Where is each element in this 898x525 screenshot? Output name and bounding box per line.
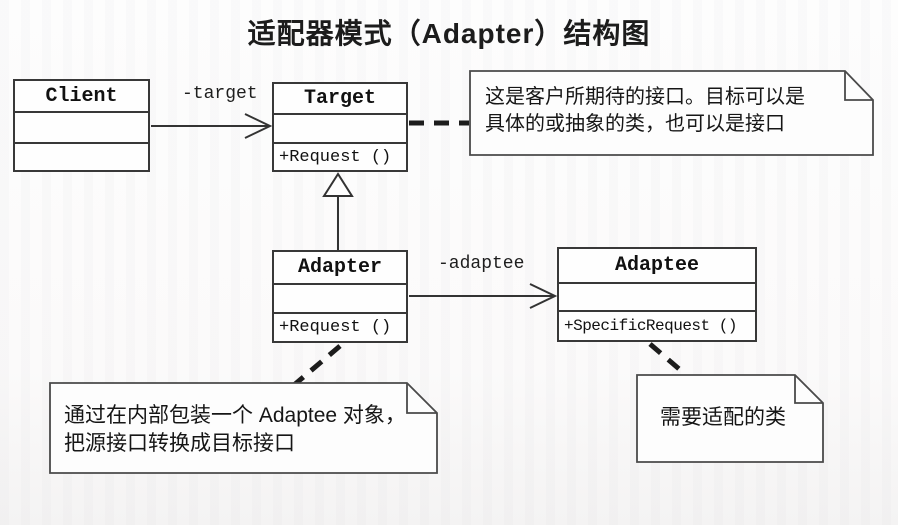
- note-shape-adapter: [49, 382, 438, 474]
- class-attrs-adaptee: [559, 284, 755, 312]
- note-text-line: 具体的或抽象的类，也可以是接口: [485, 113, 785, 135]
- class-name-adapter: Adapter: [274, 252, 406, 285]
- class-name-target: Target: [274, 84, 406, 115]
- note-anchor-adaptee: [648, 342, 687, 376]
- open-arrowhead-icon: [244, 113, 273, 139]
- note-shape-adaptee: [636, 374, 824, 463]
- note-anchor-adapter: [292, 344, 342, 387]
- note-text-line: 把源接口转换成目标接口: [64, 432, 295, 456]
- class-name-client: Client: [15, 81, 148, 113]
- note-text-line: 需要适配的类: [660, 406, 786, 429]
- class-methods-client: [15, 144, 148, 170]
- association-client-target: [151, 113, 273, 139]
- class-methods-adapter: +Request (): [279, 318, 392, 337]
- class-attrs-client: [15, 113, 148, 144]
- note-text-line: 通过在内部包装一个 Adaptee 对象，: [64, 404, 406, 427]
- folded-corner-icon: [844, 71, 873, 101]
- open-arrowhead-icon: [529, 283, 558, 309]
- note-text-adaptee: 需要适配的类: [660, 404, 786, 432]
- hollow-triangle-icon: [322, 172, 354, 197]
- class-box-target: Target +Request (): [272, 82, 408, 172]
- folded-corner-icon: [406, 383, 437, 414]
- class-attrs-target: [274, 115, 406, 144]
- generalization-adapter-target: [322, 172, 354, 250]
- association-label-target: -target: [182, 84, 258, 104]
- association-label-adaptee: -adaptee: [438, 254, 525, 274]
- class-box-client: Client: [13, 79, 150, 172]
- class-name-adaptee: Adaptee: [559, 249, 755, 284]
- note-shape-target: [469, 70, 874, 156]
- class-box-adapter: Adapter +Request (): [272, 250, 408, 343]
- class-methods-adaptee: +SpecificRequest (): [564, 317, 737, 335]
- note-text-line: 这是客户所期待的接口。目标可以是: [485, 86, 805, 108]
- class-attrs-adapter: [274, 285, 406, 314]
- note-text-target: 这是客户所期待的接口。目标可以是 具体的或抽象的类，也可以是接口: [485, 84, 805, 138]
- folded-corner-icon: [794, 375, 823, 404]
- association-adapter-adaptee: [409, 283, 558, 309]
- note-text-adapter: 通过在内部包装一个 Adaptee 对象， 把源接口转换成目标接口: [64, 402, 406, 459]
- class-box-adaptee: Adaptee +SpecificRequest (): [557, 247, 757, 342]
- diagram-title: 适配器模式（Adapter）结构图: [247, 18, 651, 49]
- class-methods-target: +Request (): [279, 147, 392, 167]
